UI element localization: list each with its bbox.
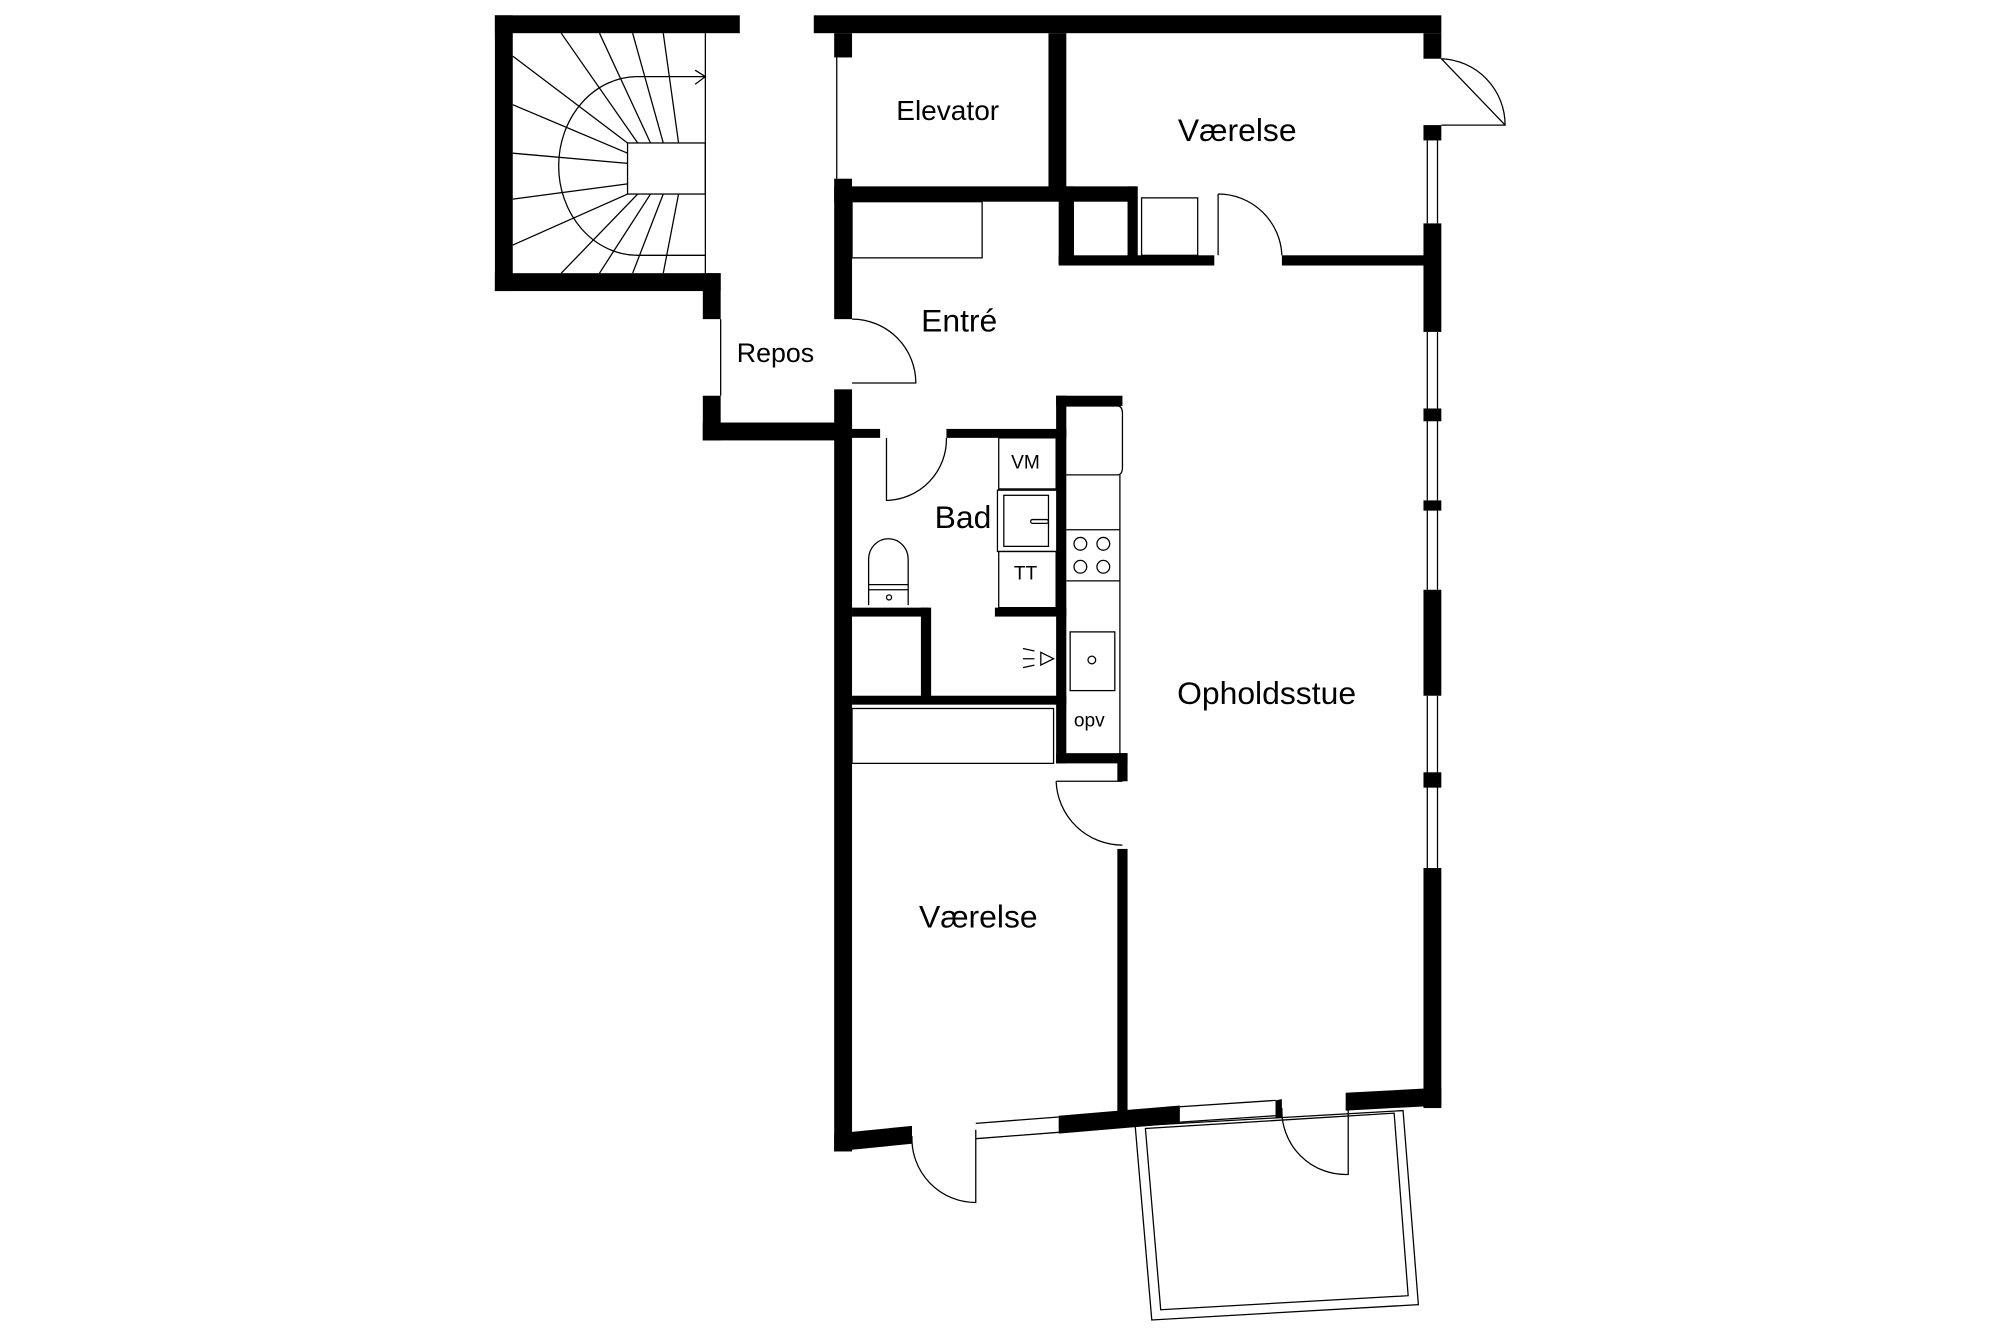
room-label-bedroom-bottom: Værelse bbox=[919, 899, 1038, 935]
kitchen-fixtures bbox=[1066, 405, 1124, 754]
room-label-entry: Entré bbox=[921, 302, 997, 338]
room-label-bath: Bad bbox=[935, 499, 992, 535]
windows bbox=[975, 140, 1439, 1140]
room-label-landing: Repos bbox=[737, 338, 814, 368]
bath-fixtures bbox=[867, 437, 1060, 669]
shower-icon bbox=[1022, 647, 1055, 669]
fixture-label-opv: opv bbox=[1074, 710, 1105, 731]
fixture-label-tt: TT bbox=[1014, 564, 1038, 585]
labels: Elevator Værelse Entré Repos Bad Opholds… bbox=[737, 95, 1356, 935]
thin-lines bbox=[512, 32, 1506, 1321]
room-label-bedroom-top: Værelse bbox=[1178, 112, 1297, 148]
walls bbox=[494, 15, 1442, 1152]
kitchen-sink-icon bbox=[1069, 631, 1116, 692]
balcony bbox=[1134, 1109, 1420, 1321]
fixture-label-vm: VM bbox=[1011, 452, 1040, 473]
staircase bbox=[512, 32, 707, 274]
stove-icon bbox=[1073, 536, 1111, 574]
room-label-living: Opholdsstue bbox=[1177, 675, 1356, 711]
doors bbox=[852, 58, 1506, 1204]
room-label-elevator: Elevator bbox=[896, 95, 999, 126]
fridge-icon bbox=[1066, 405, 1124, 476]
toilet-icon bbox=[867, 538, 909, 606]
